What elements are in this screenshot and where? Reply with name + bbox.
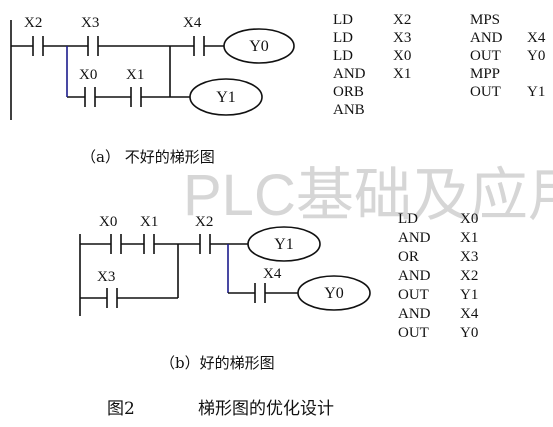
instruction-arg: X4 — [460, 306, 479, 322]
instruction-op: OR — [398, 249, 419, 265]
instruction-arg: X3 — [460, 249, 478, 265]
instruction-op: AND — [470, 30, 503, 46]
caption-a: （a） 不好的梯形图 — [81, 148, 215, 166]
contact-x2-b — [199, 234, 211, 254]
instruction-arg: X0 — [460, 211, 478, 227]
coil-y0-a — [223, 28, 295, 64]
instruction-arg: X3 — [393, 30, 411, 46]
contact-x3-b — [106, 288, 118, 308]
instruction-op: AND — [398, 268, 431, 284]
instruction-arg: Y1 — [527, 84, 545, 100]
watermark: PLC基础及应用 — [183, 163, 553, 228]
instruction-op: MPP — [470, 66, 500, 82]
caption-b: （b）好的梯形图 — [160, 354, 275, 372]
ladder-b — [79, 234, 298, 316]
contact-label: X0 — [79, 67, 97, 83]
instruction-op: ANB — [333, 102, 365, 118]
instruction-list-a: LD X2 LD X3 LD X0 AND X1 ORB ANB MPS AND… — [333, 12, 546, 118]
contact-label: X0 — [99, 214, 117, 230]
coil-y1-b — [247, 226, 321, 262]
ladder-a — [10, 20, 224, 120]
instruction-op: OUT — [398, 287, 429, 303]
contact-label: X3 — [81, 15, 99, 31]
instruction-op: LD — [398, 211, 418, 227]
instruction-arg: X4 — [527, 30, 546, 46]
instruction-op: LD — [333, 30, 353, 46]
instruction-arg: X2 — [393, 12, 411, 28]
instruction-list-b: LD X0 AND X1 OR X3 AND X2 OUT Y1 AND X4 … — [398, 211, 479, 341]
instruction-op: AND — [333, 66, 366, 82]
contact-label: X2 — [24, 15, 42, 31]
instruction-arg: X1 — [460, 230, 478, 246]
contact-x0-a — [84, 87, 96, 107]
coil-label: Y0 — [324, 285, 344, 302]
instruction-op: OUT — [470, 84, 501, 100]
instruction-op: AND — [398, 306, 431, 322]
contact-x2-a — [32, 36, 44, 56]
instruction-op: LD — [333, 48, 353, 64]
instruction-arg: X1 — [393, 66, 411, 82]
contact-label: X3 — [97, 269, 115, 285]
contact-x3-a — [87, 36, 99, 56]
contact-x1-b — [143, 234, 155, 254]
instruction-op: ORB — [333, 84, 364, 100]
contact-label: X1 — [126, 67, 144, 83]
instruction-op: LD — [333, 12, 353, 28]
contact-label: X1 — [140, 214, 158, 230]
contact-x0-b — [110, 234, 122, 254]
instruction-arg: X0 — [393, 48, 411, 64]
instruction-arg: Y0 — [527, 48, 545, 64]
contact-label: X4 — [183, 15, 202, 31]
contact-label: X2 — [195, 214, 213, 230]
instruction-arg: Y0 — [460, 325, 478, 341]
contact-x1-a — [130, 87, 142, 107]
figure-title: 梯形图的优化设计 — [198, 399, 334, 419]
coil-label: Y1 — [216, 89, 236, 106]
coil-label: Y1 — [274, 236, 294, 253]
contact-x4-a — [193, 36, 205, 56]
figure-number: 图2 — [107, 399, 135, 419]
instruction-op: MPS — [470, 12, 500, 28]
coil-y0-b — [297, 275, 371, 311]
coil-label: Y0 — [249, 38, 269, 55]
instruction-arg: Y1 — [460, 287, 478, 303]
contact-x4-b — [254, 283, 266, 303]
coil-y1-a — [189, 78, 263, 116]
contact-label: X4 — [263, 266, 282, 282]
instruction-arg: X2 — [460, 268, 478, 284]
instruction-op: OUT — [398, 325, 429, 341]
instruction-op: AND — [398, 230, 431, 246]
instruction-op: OUT — [470, 48, 501, 64]
